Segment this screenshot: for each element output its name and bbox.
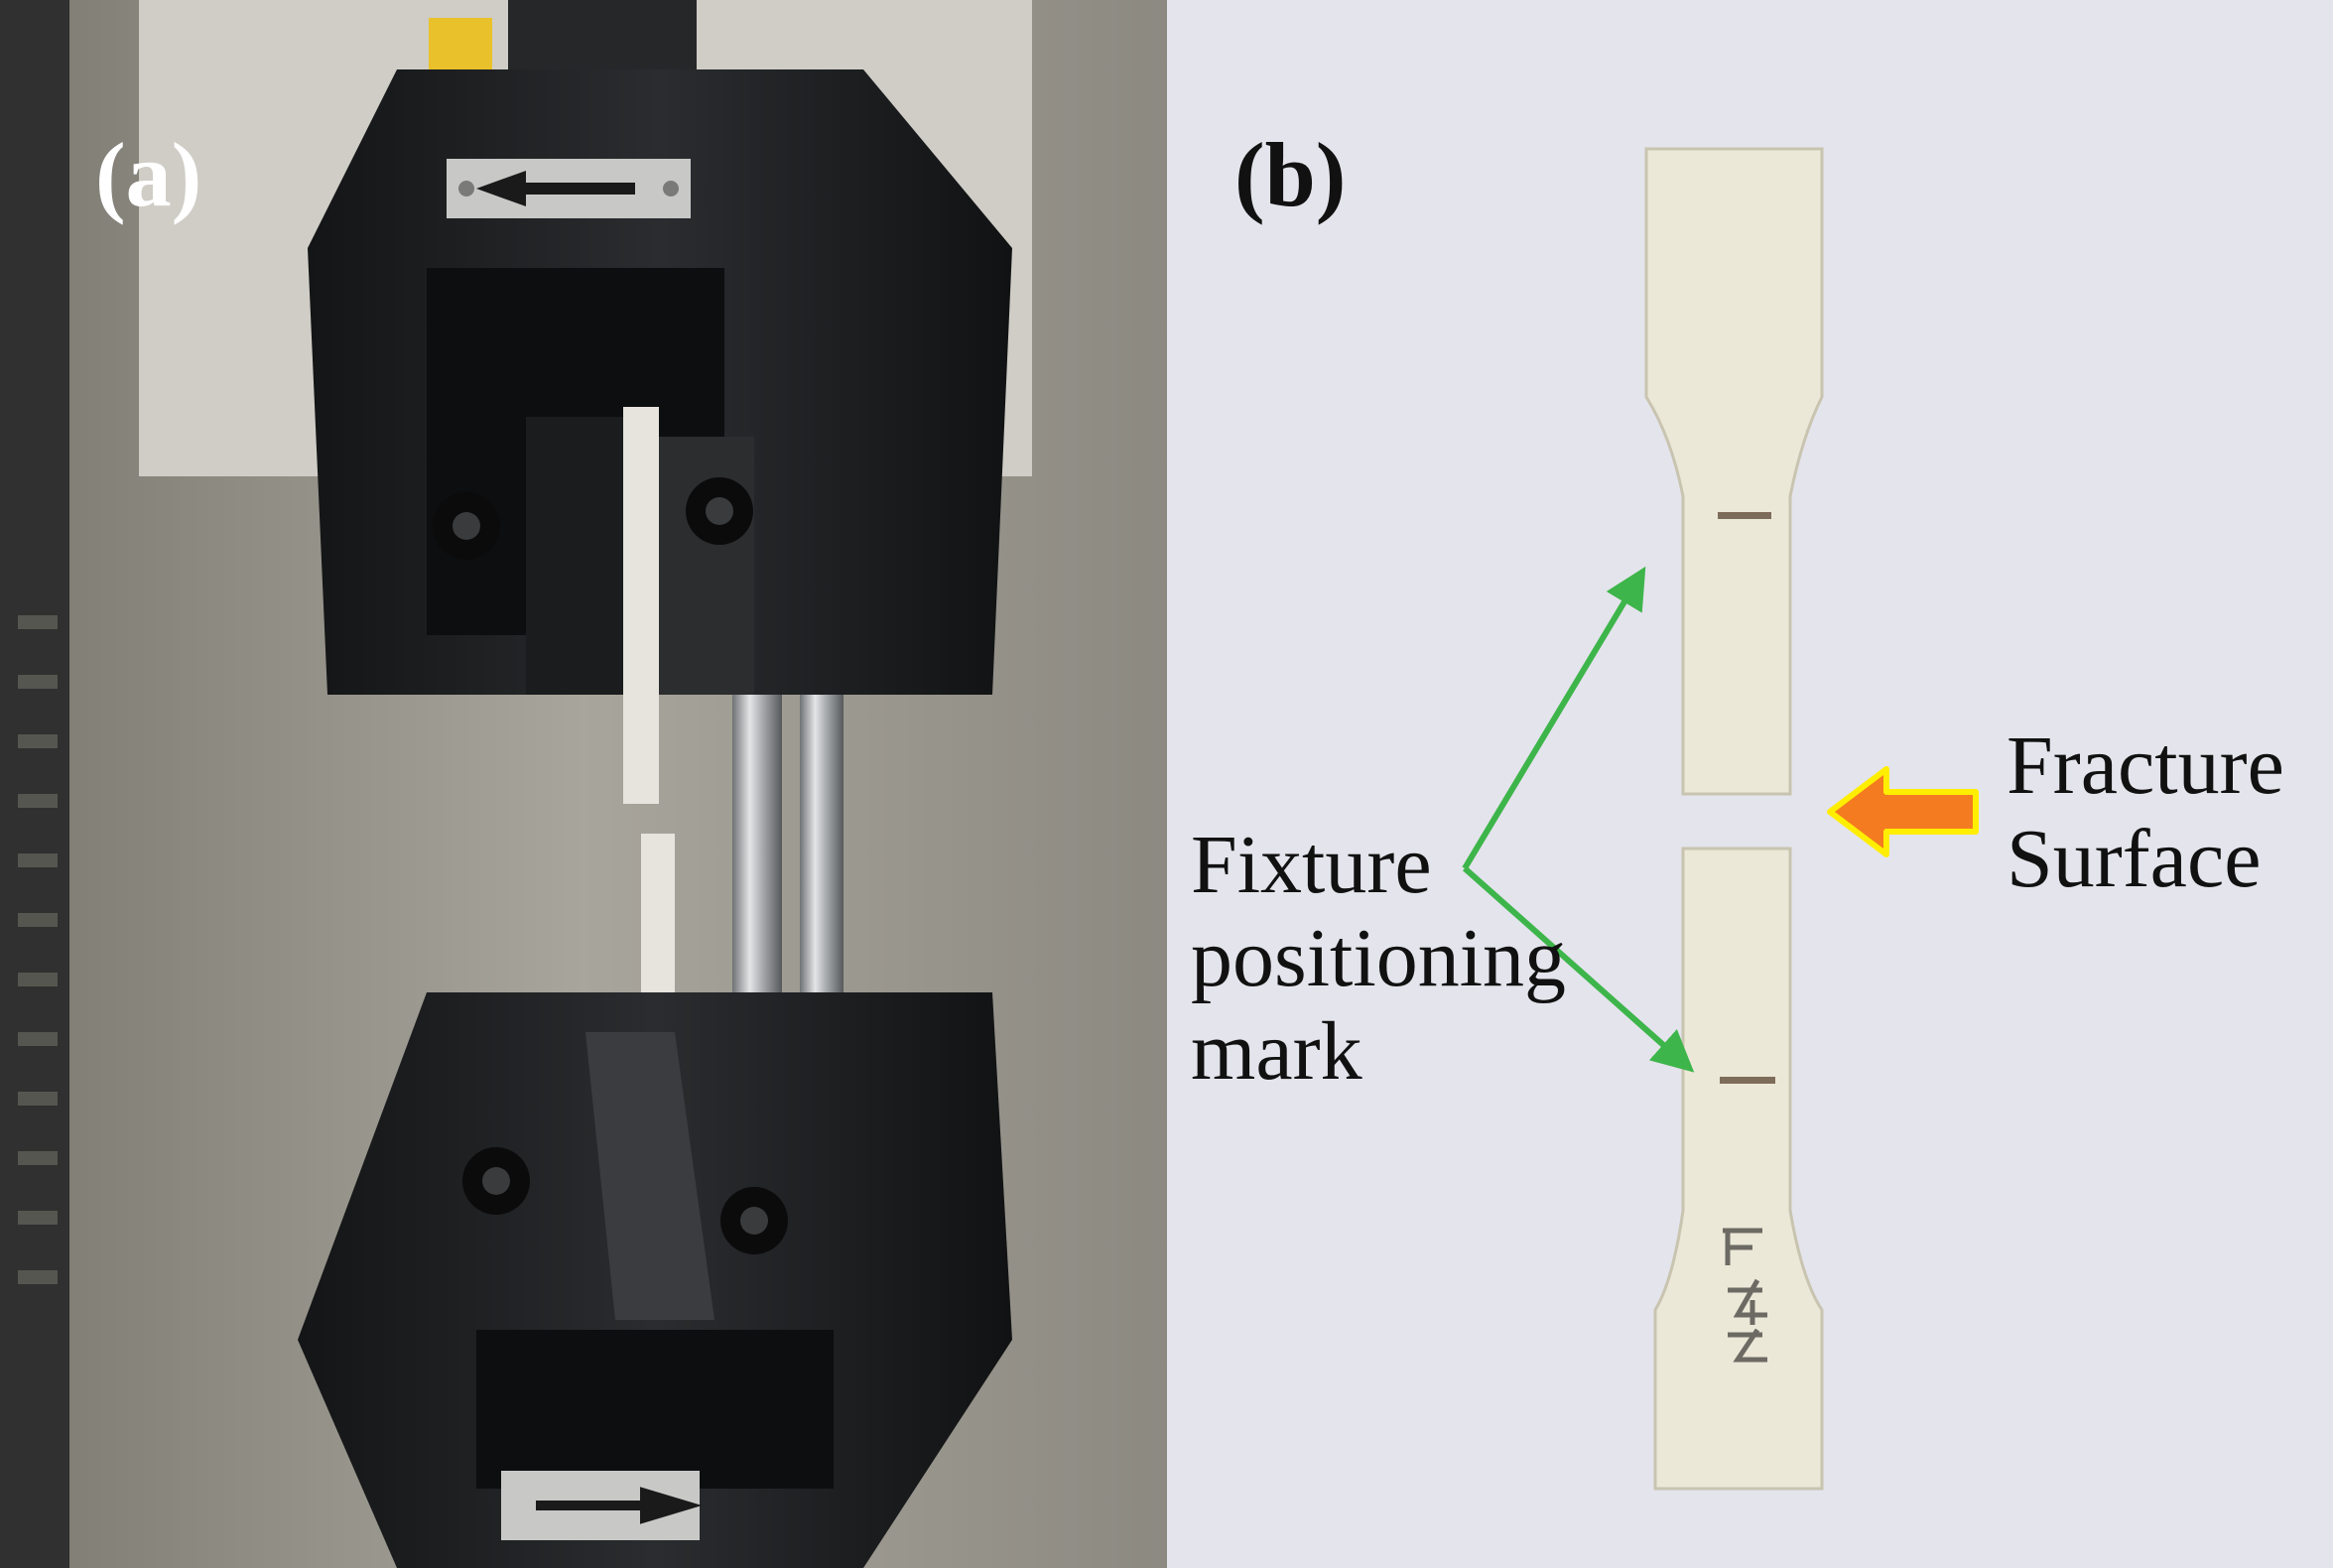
positioning-mark-upper xyxy=(1718,512,1771,519)
left-vent-slats xyxy=(18,615,58,1284)
lower-arrow-mark xyxy=(536,1487,703,1524)
fixture-caption-line1: Fixture xyxy=(1191,819,1432,911)
specimen-handwritten-id xyxy=(1723,1228,1767,1363)
pointer-arrow-upper xyxy=(1462,566,1646,870)
specimen-upper-piece xyxy=(623,407,659,804)
fracture-caption-line1: Fracture xyxy=(2007,719,2284,812)
fixture-caption-line2: positioning xyxy=(1191,912,1567,1005)
lower-jaw xyxy=(585,1032,714,1320)
positioning-mark-lower xyxy=(1720,1077,1775,1084)
machine-left-frame xyxy=(0,0,69,1568)
lower-grip-window xyxy=(476,1330,834,1489)
fixture-mark-caption: Fixture positioning mark xyxy=(1191,819,1566,1099)
fractured-specimen-illustration xyxy=(1167,0,2333,1568)
fracture-arrow xyxy=(1827,766,1979,857)
panel-label-b: (b) xyxy=(1234,124,1347,225)
upper-jaw-left xyxy=(526,417,635,695)
fracture-surface-caption: Fracture Surface xyxy=(2007,719,2284,906)
fixture-caption-line3: mark xyxy=(1191,1005,1362,1099)
fracture-caption-line2: Surface xyxy=(2007,813,2262,906)
tensile-machine-illustration xyxy=(0,0,1167,1568)
panel-a-photo: (a) xyxy=(0,0,1167,1568)
upper-arrow-mark xyxy=(476,171,635,206)
pointer-arrow-lower xyxy=(1463,865,1695,1073)
panel-label-a: (a) xyxy=(95,124,202,225)
panel-b-photo: (b) Fixture positioning mark Fracture Su… xyxy=(1167,0,2333,1568)
specimen-lower-half xyxy=(1653,847,1824,1491)
specimen-upper-half xyxy=(1644,147,1824,796)
